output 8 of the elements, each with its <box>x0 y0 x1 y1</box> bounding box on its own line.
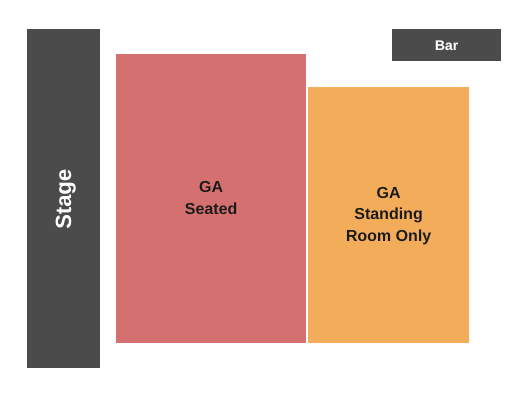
bar-label: Bar <box>434 36 458 54</box>
section-label: GA Standing Room Only <box>344 184 432 247</box>
seated-section <box>116 54 306 343</box>
stage-label: Stage <box>50 168 77 228</box>
bar-area <box>392 29 501 61</box>
standing-section <box>308 87 469 343</box>
section-label: GA Seated <box>184 178 238 220</box>
stage-area <box>27 29 100 368</box>
